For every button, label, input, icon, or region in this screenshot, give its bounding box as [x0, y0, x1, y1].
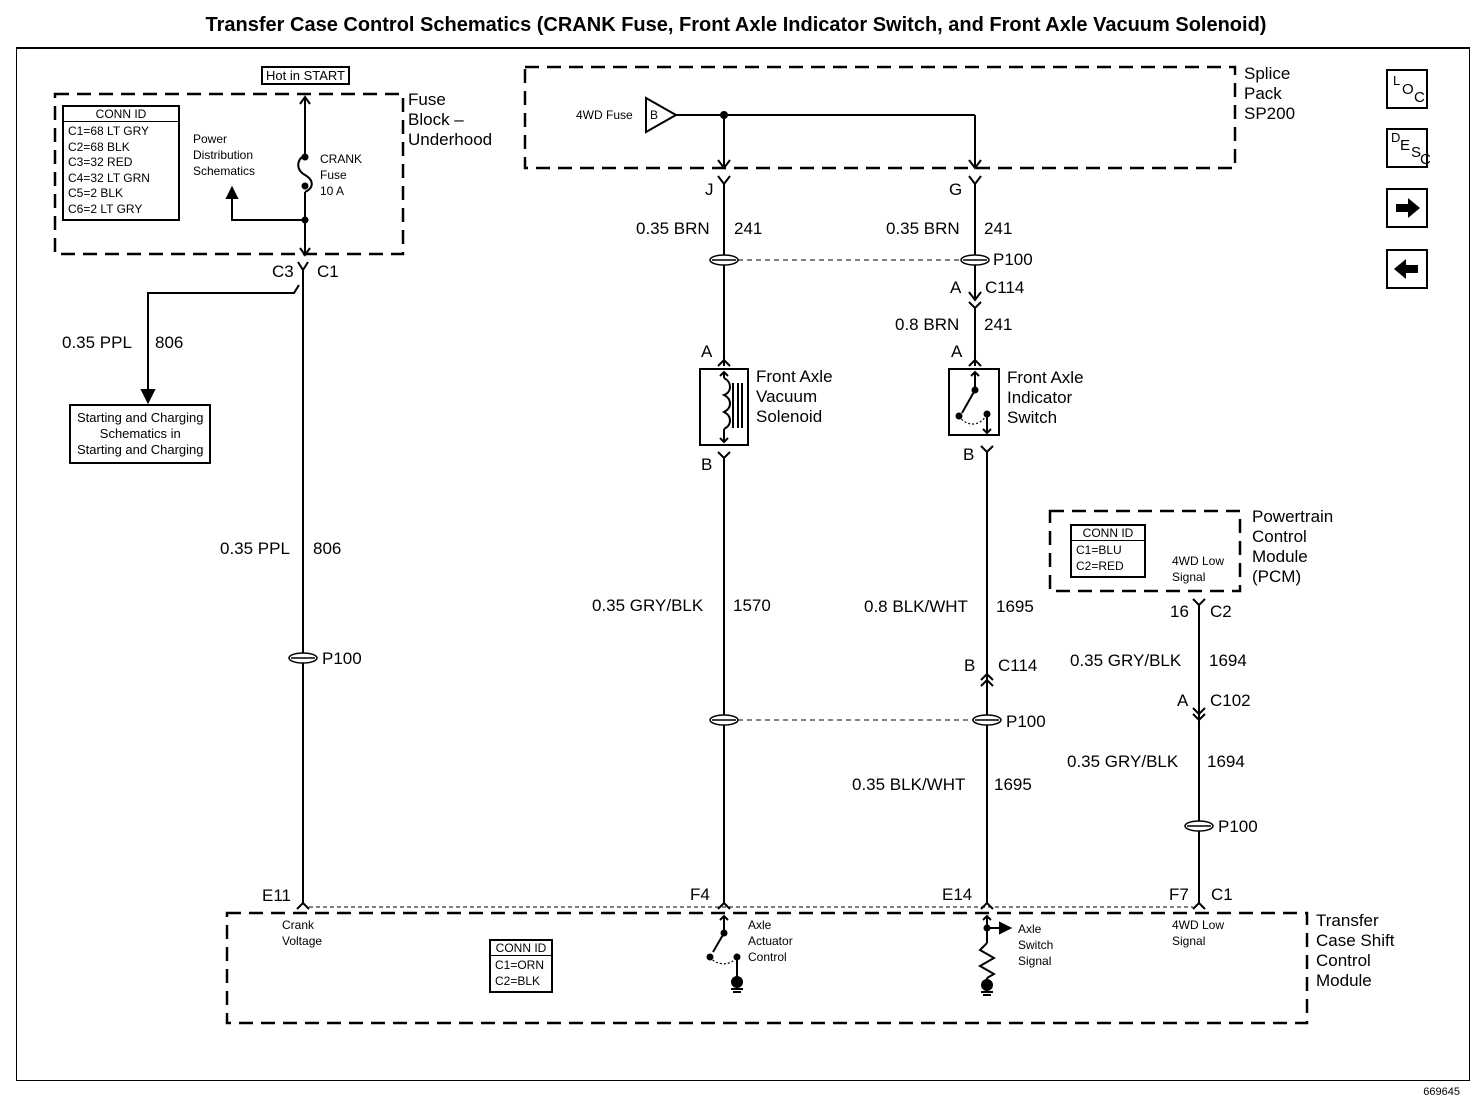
pcm-outline	[1048, 509, 1242, 593]
switch-upper-circuit: 241	[984, 219, 1013, 238]
loc-button[interactable]: L O C	[1386, 69, 1428, 109]
c114-bottom-id: C114	[998, 656, 1038, 675]
tccm-connector-c1: C1	[1211, 885, 1233, 904]
connector-c1: C1	[317, 262, 339, 281]
hot-in-start-label: Hot in START	[261, 66, 350, 85]
p100-grommet-mid-right	[972, 714, 1002, 726]
arrow-left-icon	[1394, 259, 1418, 279]
4wd-fuse-pin: B	[650, 108, 659, 122]
starting-wire	[147, 284, 300, 392]
pin-f4: F4	[690, 885, 710, 904]
figure-number: 669645	[1423, 1086, 1460, 1098]
p100-grommet-top-right	[960, 254, 990, 266]
next-button[interactable]	[1386, 188, 1428, 228]
crank-p100-label: P100	[322, 649, 362, 668]
diagram-title: Transfer Case Control Schematics (CRANK …	[205, 14, 1267, 36]
c102-id: C102	[1210, 691, 1251, 710]
p100-grommet-crank	[288, 652, 318, 664]
low-wire2-circuit: 1694	[1207, 752, 1245, 771]
low-wire1-gauge: 0.35 GRY/BLK	[1070, 651, 1182, 670]
switch-bottom-gauge: 0.35 BLK/WHT	[852, 775, 966, 794]
solenoid-pin-a: A	[701, 342, 713, 361]
p100-grommet-pcm	[1184, 820, 1214, 832]
4wd-fuse-label: 4WD Fuse	[576, 108, 633, 122]
low-p100-label: P100	[1218, 817, 1258, 836]
switch-upper-gauge: 0.35 BRN	[886, 219, 960, 238]
pcm-pin-16: 16	[1170, 602, 1189, 621]
solenoid-pin-b: B	[701, 455, 713, 474]
power-dist-arrow-wire	[231, 196, 305, 221]
crank-wire-circuit: 806	[313, 539, 342, 558]
crank-fuse-symbol	[297, 154, 313, 193]
switch-lower-gauge: 0.8 BLK/WHT	[864, 597, 968, 616]
solenoid-upper-circuit: 241	[734, 219, 763, 238]
solenoid-upper-gauge: 0.35 BRN	[636, 219, 710, 238]
pin-e14: E14	[942, 885, 973, 904]
solenoid-lower-gauge: 0.35 GRY/BLK	[592, 596, 704, 615]
pin-e11: E11	[262, 886, 291, 905]
pin-f7: F7	[1169, 885, 1189, 904]
pin-g: G	[949, 180, 963, 199]
fuse-block-outline	[53, 92, 405, 256]
diagram-frame	[16, 47, 1470, 1081]
starting-wire-gauge: 0.35 PPL	[62, 333, 132, 352]
switch-p100-lower-label: P100	[1006, 712, 1046, 731]
switch-p100-label: P100	[993, 250, 1033, 269]
switch-pin-a: A	[951, 342, 963, 361]
tccm-outline	[225, 911, 1309, 1025]
splice-pack-outline	[523, 65, 1237, 170]
connector-c3: C3	[272, 262, 294, 281]
switch-pin-b: B	[963, 445, 975, 464]
starting-wire-circuit: 806	[155, 333, 184, 352]
low-wire1-circuit: 1694	[1209, 651, 1247, 670]
switch-mid-gauge: 0.8 BRN	[895, 315, 960, 334]
prev-button[interactable]	[1386, 249, 1428, 289]
desc-button[interactable]: D E S C	[1386, 128, 1431, 168]
pcm-connector-c2: C2	[1210, 602, 1232, 621]
p100-grommet-top-left	[709, 254, 739, 266]
pin-j: J	[705, 180, 714, 199]
arrow-right-icon	[1396, 198, 1420, 218]
switch-lower-circuit: 1695	[996, 597, 1034, 616]
p100-grommet-mid-left	[709, 714, 739, 726]
4wd-fuse-symbol	[645, 96, 679, 134]
c114-pin-b: B	[964, 656, 976, 675]
switch-mid-circuit: 241	[984, 315, 1013, 334]
solenoid-box	[699, 368, 749, 446]
low-wire2-gauge: 0.35 GRY/BLK	[1067, 752, 1179, 771]
power-dist-arrow	[225, 185, 239, 199]
crank-wire-gauge: 0.35 PPL	[220, 539, 290, 558]
switch-bottom-circuit: 1695	[994, 775, 1032, 794]
solenoid-lower-circuit: 1570	[733, 596, 771, 615]
switch-box	[948, 368, 1000, 436]
c114-top-id: C114	[985, 278, 1025, 297]
c114-pin-a: A	[950, 278, 962, 297]
c102-pin-a: A	[1177, 691, 1189, 710]
